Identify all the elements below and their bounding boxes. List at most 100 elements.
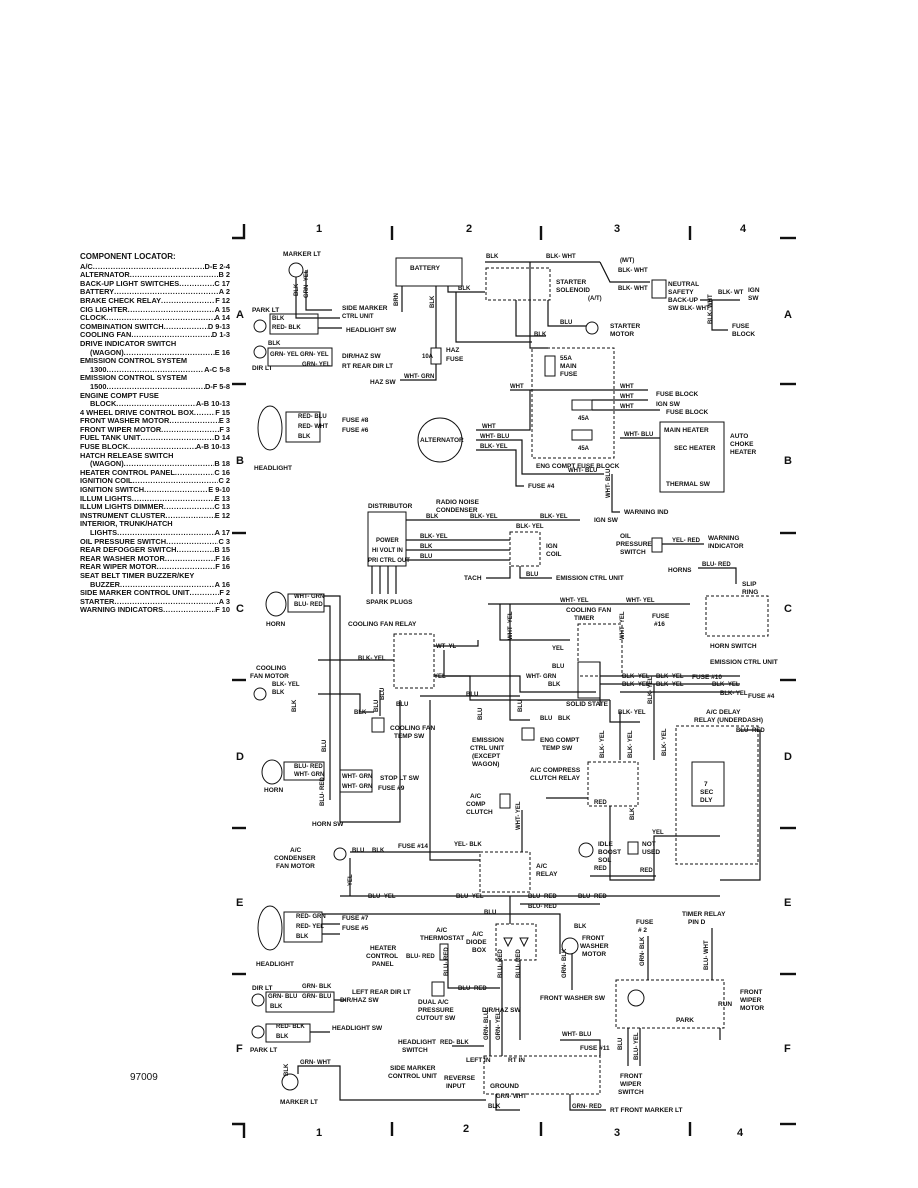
svg-text:FUSE: FUSE: [560, 371, 578, 378]
ac-relays: A/C DELAY RELAY (UNDERDASH) BLU- RED 7 S…: [466, 709, 765, 865]
svg-text:HORN SWITCH: HORN SWITCH: [710, 643, 757, 650]
svg-text:EMISSION: EMISSION: [472, 737, 504, 744]
park-lamp-icon: [251, 1025, 265, 1039]
fuse-45a-icon: [571, 399, 593, 411]
svg-text:55A: 55A: [560, 355, 572, 362]
ac-compress-relay-box: [587, 761, 639, 807]
locator-grid-ref: F 16: [215, 563, 230, 572]
svg-text:TIMER RELAY: TIMER RELAY: [682, 911, 726, 918]
svg-text:WHT- YEL: WHT- YEL: [516, 801, 522, 830]
svg-text:PRESSURE: PRESSURE: [418, 1007, 454, 1014]
svg-text:IGN: IGN: [546, 543, 558, 550]
svg-text:RED: RED: [594, 866, 607, 872]
svg-text:WHT- YEL: WHT- YEL: [508, 611, 514, 640]
svg-text:RADIO NOISE: RADIO NOISE: [436, 499, 480, 506]
headlight-b: RED- BLU RED- WHT BLK FUSE #8 FUSE #6 HE…: [254, 405, 369, 472]
locator-row: BACK-UP LIGHT SWITCHESC 17: [80, 280, 230, 289]
locator-component-name: STARTER: [80, 597, 115, 606]
row-label: E: [784, 897, 791, 909]
svg-text:RELAY (UNDERDASH): RELAY (UNDERDASH): [694, 717, 763, 724]
svg-text:LEFT REAR DIR LT: LEFT REAR DIR LT: [352, 989, 411, 996]
svg-text:WHT: WHT: [620, 404, 634, 410]
svg-text:EMISSION CTRL UNIT: EMISSION CTRL UNIT: [710, 659, 778, 666]
locator-row: EMISSION CONTROL SYSTEM: [80, 357, 230, 366]
svg-text:BLK- YEL: BLK- YEL: [470, 514, 498, 520]
svg-text:10A: 10A: [422, 354, 434, 360]
battery-circuit: BATTERY BRN BLK BLK 10A HAZ FUSE WHT- GR…: [370, 257, 485, 386]
locator-grid-ref: E 13: [214, 494, 230, 503]
svg-text:INPUT: INPUT: [446, 1083, 466, 1090]
svg-text:ALTERNATOR: ALTERNATOR: [420, 437, 464, 444]
svg-text:CONTROL: CONTROL: [366, 953, 398, 960]
locator-grid-ref: B 18: [214, 460, 230, 469]
locator-row: COOLING FAND 1-3: [80, 331, 230, 340]
svg-text:WHT: WHT: [482, 424, 496, 430]
eng-compt-fuse-block: 55A MAIN FUSE 45A 45A ENG COMPT FUSE BLO…: [510, 347, 709, 470]
svg-text:BLU: BLU: [618, 1038, 624, 1050]
locator-component-name: IGNITION COIL: [80, 477, 133, 486]
locator-row: STARTERA 3: [80, 598, 230, 607]
locator-component-name: IGNITION SWITCH: [80, 486, 145, 495]
svg-text:YEL- BLK: YEL- BLK: [454, 842, 482, 848]
oil-pressure-horn: OIL PRESSURE SWITCH YEL- RED WARNING IND…: [616, 533, 769, 650]
locator-component-name: (WAGON): [90, 348, 124, 357]
locator-grid-ref: A-B 10-13: [195, 400, 230, 409]
dir-lamp-icon: [251, 993, 265, 1007]
svg-text:YEL: YEL: [652, 830, 664, 836]
svg-text:BLU- RED: BLU- RED: [406, 954, 435, 960]
locator-component-name: REAR DEFOGGER SWITCH: [80, 546, 177, 555]
svg-text:FUSE #4: FUSE #4: [528, 483, 555, 490]
svg-text:BLK- YEL: BLK- YEL: [628, 730, 634, 758]
svg-text:WHT- BLU: WHT- BLU: [624, 432, 653, 438]
locator-component-name: REAR WIPER MOTOR: [80, 563, 157, 572]
cooling-fan-circuit: COOLING FAN RELAY WT- YL YEL BLK- YEL CO…: [250, 598, 778, 768]
svg-text:WARNING IND: WARNING IND: [624, 509, 669, 516]
svg-text:GRN- BLK: GRN- BLK: [562, 948, 568, 978]
svg-text:YEL: YEL: [348, 874, 354, 886]
svg-text:BLU- WHT: BLU- WHT: [704, 940, 710, 970]
ac-comp-clutch-icon: [499, 793, 511, 809]
svg-text:CTRL UNIT: CTRL UNIT: [342, 314, 374, 320]
svg-text:COIL: COIL: [546, 551, 562, 558]
svg-text:FUSE #8: FUSE #8: [342, 417, 369, 424]
svg-text:FUSE BLOCK: FUSE BLOCK: [666, 409, 709, 416]
svg-text:PANEL: PANEL: [372, 961, 394, 968]
locator-row: SIDE MARKER CONTROL UNITF 2: [80, 589, 230, 598]
svg-text:YEL: YEL: [552, 646, 564, 652]
svg-text:WHT- YEL: WHT- YEL: [626, 598, 655, 604]
locator-grid-ref: D-E 2-4: [204, 262, 230, 271]
row-label: B: [236, 455, 244, 467]
svg-text:HEATER: HEATER: [730, 449, 757, 456]
locator-grid-ref: C 13: [214, 503, 230, 512]
svg-text:YEL- RED: YEL- RED: [672, 538, 701, 544]
svg-text:BLU- RED: BLU- RED: [444, 947, 450, 976]
svg-text:DIODE: DIODE: [466, 939, 487, 946]
park-lamp-icon: [253, 319, 267, 333]
svg-text:# 2: # 2: [638, 927, 647, 934]
locator-component-name: CLOCK: [80, 314, 107, 323]
svg-text:BLK: BLK: [458, 286, 471, 292]
document-number: 97009: [130, 1072, 158, 1083]
locator-component-name: DRIVE INDICATOR SWITCH: [80, 339, 177, 348]
svg-text:REVERSE: REVERSE: [444, 1075, 476, 1082]
locator-grid-ref: B 2: [218, 271, 230, 280]
svg-text:NEUTRAL: NEUTRAL: [668, 281, 699, 288]
svg-text:BLK: BLK: [420, 544, 433, 550]
svg-text:HORN: HORN: [264, 787, 283, 794]
locator-grid-ref: C 3: [218, 537, 230, 546]
svg-text:SLIP: SLIP: [742, 581, 757, 588]
svg-text:BLK: BLK: [296, 934, 309, 940]
svg-text:CONTROL UNIT: CONTROL UNIT: [388, 1073, 437, 1080]
svg-text:BLU: BLU: [396, 702, 408, 708]
svg-text:BLK- WHT: BLK- WHT: [680, 306, 710, 312]
svg-text:GRN- BLU: GRN- BLU: [302, 994, 331, 1000]
locator-component-name: 1300: [90, 365, 107, 374]
svg-text:HEADLIGHT: HEADLIGHT: [256, 961, 294, 968]
locator-grid-ref: F 15: [215, 408, 230, 417]
svg-text:BLK: BLK: [354, 710, 367, 716]
horn-switch-box: [705, 595, 769, 637]
svg-text:DUAL A/C: DUAL A/C: [418, 999, 449, 1006]
locator-grid-ref: F 3: [219, 425, 230, 434]
